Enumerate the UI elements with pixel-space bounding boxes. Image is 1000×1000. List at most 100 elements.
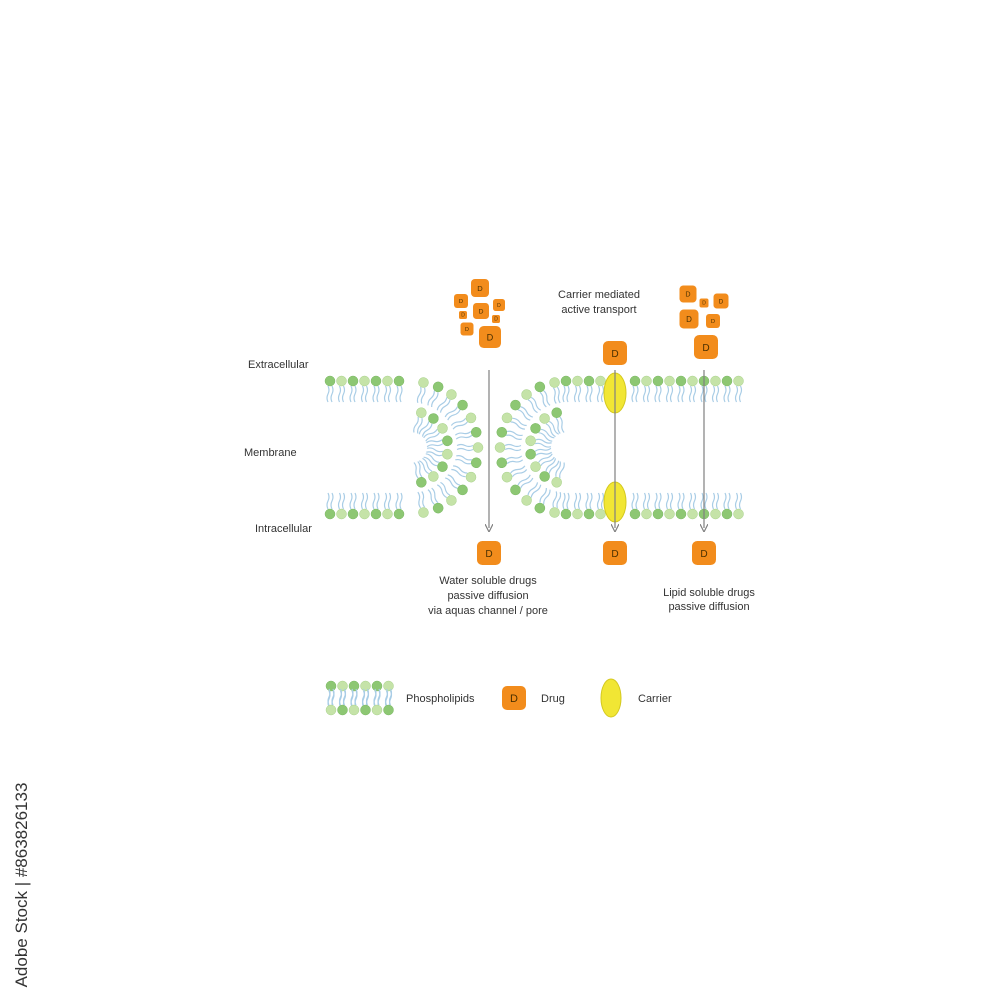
phospholipid	[324, 492, 336, 520]
water-caption-line1: Water soluble drugs	[439, 575, 537, 587]
legend-phospholipids-label: Phospholipids	[406, 693, 475, 705]
phospholipid	[410, 406, 429, 435]
drug-icon: D	[477, 541, 501, 565]
phospholipid	[454, 425, 483, 443]
drug-icon: D	[706, 314, 720, 328]
label-membrane: Membrane	[244, 447, 297, 459]
phospholipid	[454, 452, 483, 470]
phospholipid	[325, 688, 337, 716]
svg-text:D: D	[485, 549, 492, 560]
svg-text:D: D	[510, 693, 518, 705]
drug-icon: D	[692, 541, 716, 565]
svg-text:D: D	[487, 333, 494, 343]
legend-phospholipid-icon	[325, 680, 395, 716]
svg-text:D: D	[719, 298, 724, 305]
phospholipid	[549, 406, 568, 435]
svg-text:D: D	[702, 343, 709, 354]
phospholipid	[495, 452, 524, 470]
svg-text:D: D	[497, 303, 501, 309]
legend-drug-icon: D	[502, 686, 526, 710]
phospholipid	[675, 375, 687, 403]
phospholipid	[709, 492, 722, 520]
phospholipid	[347, 375, 359, 403]
label-extracellular: Extracellular	[248, 359, 309, 371]
carrier-title-line2: active transport	[561, 304, 636, 316]
label-intracellular: Intracellular	[255, 523, 312, 535]
legend-carrier-label: Carrier	[638, 693, 672, 705]
legend-drug-label: Drug	[541, 693, 565, 705]
phospholipid	[335, 375, 348, 403]
water-caption-line3: via aquas channel / pore	[428, 605, 548, 617]
svg-text:D: D	[465, 327, 469, 333]
phospholipid	[348, 688, 360, 716]
phospholipid	[370, 492, 382, 520]
phospholipid	[410, 460, 429, 489]
phospholipid	[495, 425, 524, 443]
legend-carrier-icon	[600, 678, 622, 718]
phospholipid	[583, 492, 595, 520]
drug-icon: D	[479, 326, 501, 348]
drug-icon: D	[713, 293, 729, 309]
svg-text:D: D	[702, 300, 706, 306]
svg-text:D: D	[611, 349, 618, 360]
phospholipid	[629, 492, 641, 520]
phospholipid	[571, 375, 584, 403]
phospholipid	[393, 492, 405, 520]
phospholipid	[583, 375, 595, 403]
phospholipid	[359, 688, 372, 716]
phospholipid	[456, 441, 484, 454]
drug-icon: D	[471, 279, 489, 297]
drug-icon: D	[694, 335, 718, 359]
phospholipid	[524, 434, 553, 451]
phospholipid	[663, 492, 676, 520]
drug-icon: D	[492, 315, 500, 323]
lipid-caption-line2: passive diffusion	[668, 601, 749, 613]
drug-icon: D	[460, 322, 474, 336]
water-caption-line2: passive diffusion	[447, 590, 528, 602]
phospholipid	[324, 375, 336, 403]
phospholipid	[336, 688, 349, 716]
svg-text:D: D	[611, 549, 618, 560]
phospholipid	[393, 375, 405, 403]
phospholipid	[560, 492, 572, 520]
drug-icon: D	[454, 294, 468, 308]
svg-text:D: D	[479, 309, 484, 316]
phospholipid-bilayer	[324, 375, 745, 520]
svg-text:D: D	[700, 549, 707, 560]
phospholipid	[709, 375, 722, 403]
svg-text:D: D	[686, 315, 692, 324]
phospholipid	[358, 375, 371, 403]
phospholipid	[675, 492, 687, 520]
watermark-text: Adobe Stock | #863826133	[12, 782, 31, 988]
phospholipid	[347, 492, 359, 520]
drug-icon: D	[699, 298, 709, 308]
lipid-caption-line1: Lipid soluble drugs	[663, 587, 755, 599]
phospholipid	[370, 375, 382, 403]
phospholipid	[721, 492, 733, 520]
phospholipid	[335, 492, 348, 520]
phospholipid	[425, 444, 454, 461]
drug-icon: D	[603, 341, 627, 365]
phospholipid	[414, 376, 430, 405]
drug-icon: D	[493, 299, 505, 311]
phospholipid	[560, 375, 572, 403]
carrier-title-line1: Carrier mediated	[558, 289, 640, 301]
svg-text:D: D	[477, 284, 483, 293]
phospholipid	[652, 375, 664, 403]
drug-icon: D	[679, 285, 697, 303]
drug-icon: D	[603, 541, 627, 565]
legend: Phospholipids D Drug Carrier	[325, 678, 672, 718]
phospholipid	[686, 375, 699, 403]
phospholipid	[663, 375, 676, 403]
phospholipid	[732, 492, 745, 520]
phospholipid	[629, 375, 641, 403]
phospholipid	[571, 492, 584, 520]
phospholipid	[494, 441, 522, 454]
svg-text:D: D	[494, 316, 498, 322]
phospholipid	[381, 375, 394, 403]
phospholipid	[652, 492, 664, 520]
phospholipid	[414, 490, 430, 519]
drug-icon: D	[679, 309, 699, 329]
